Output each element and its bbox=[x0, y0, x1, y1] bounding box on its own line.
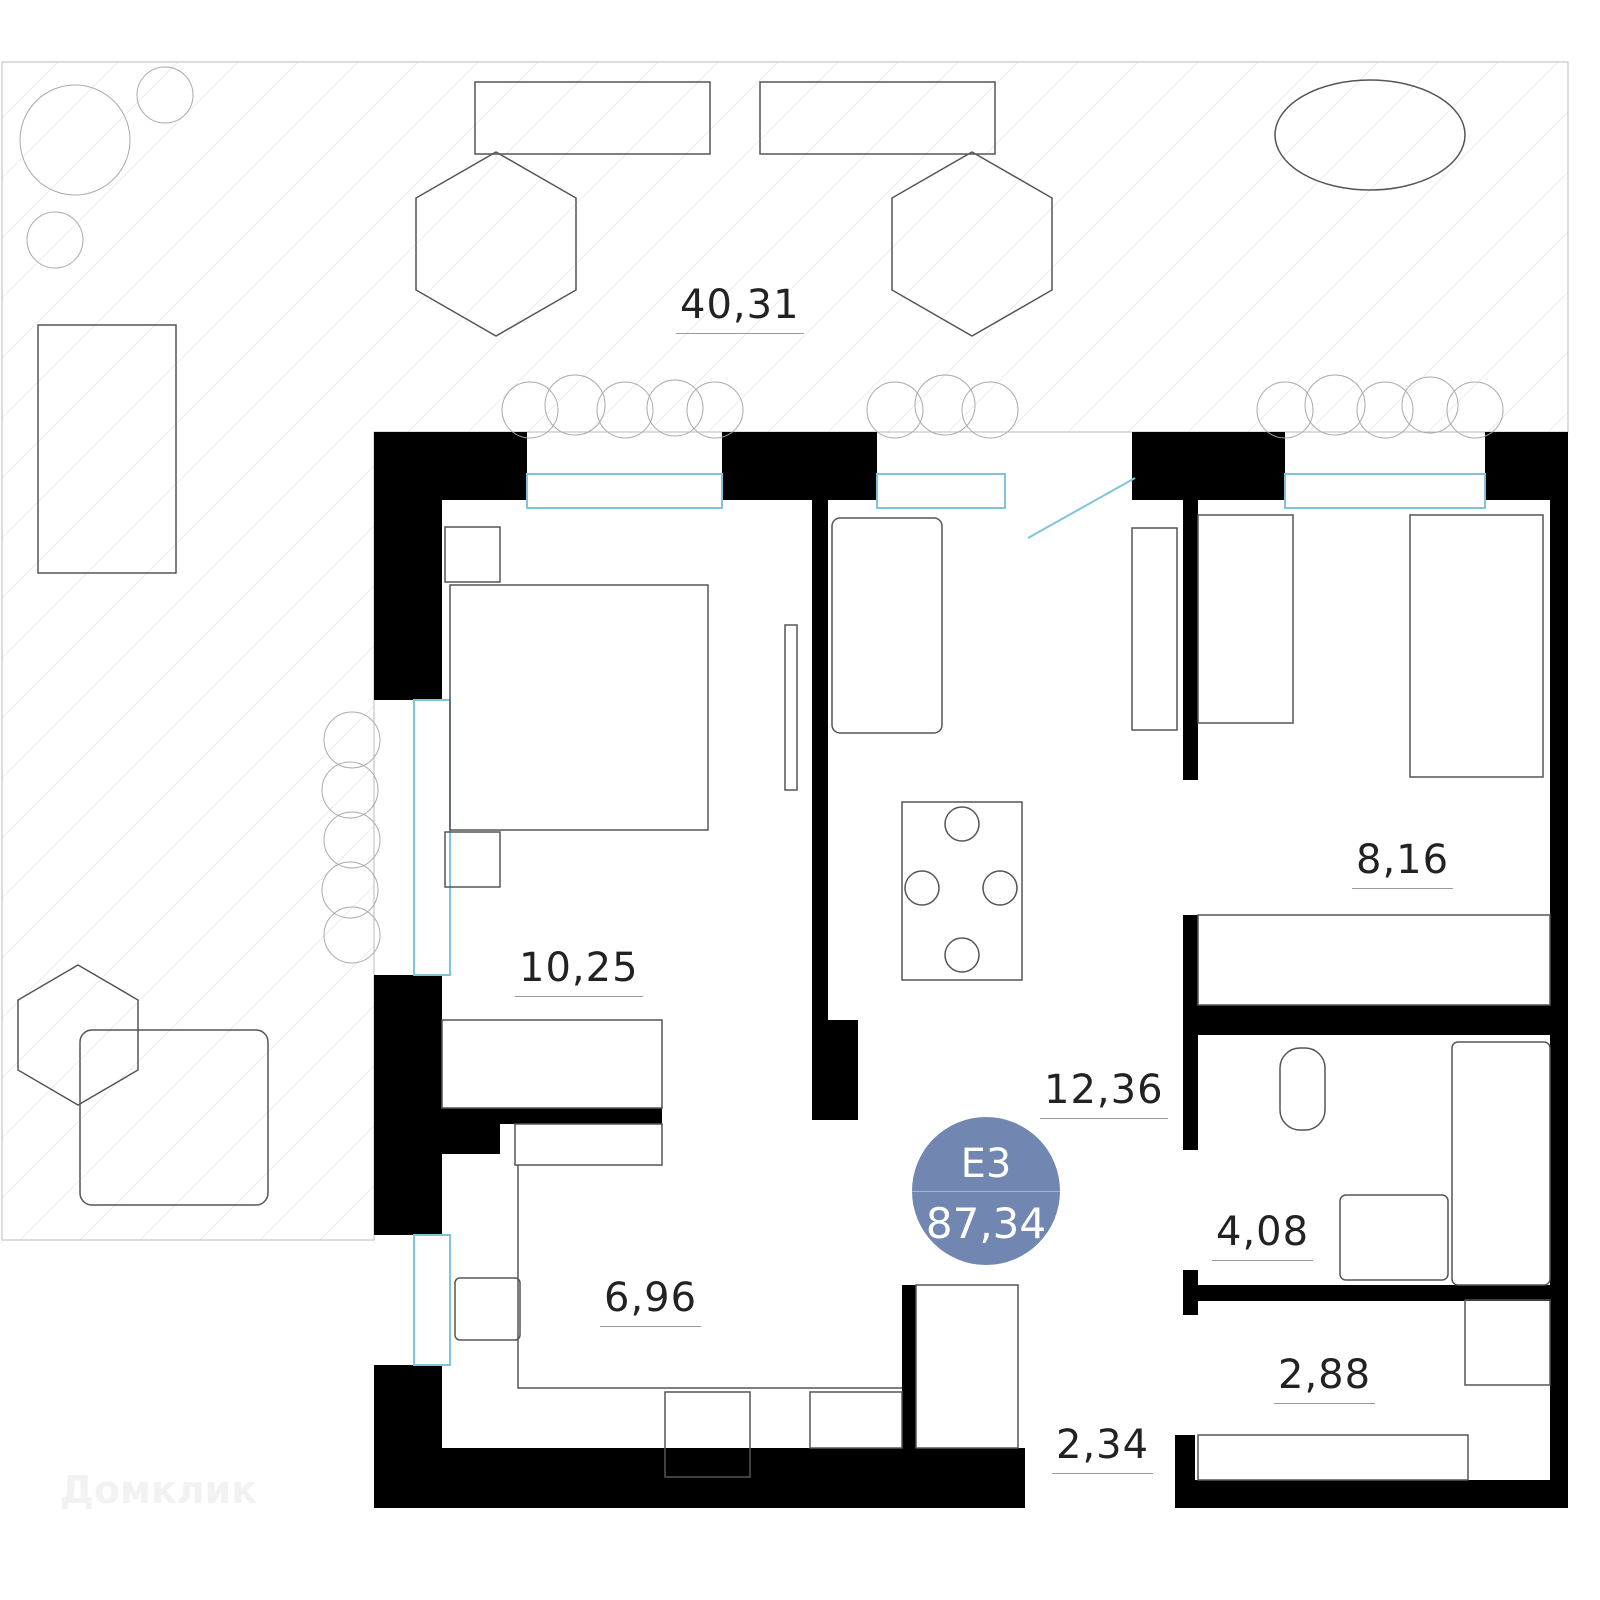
room-area-laundry: 2,88 bbox=[1274, 1355, 1376, 1404]
room-area-terrace: 40,31 bbox=[676, 285, 804, 334]
dining-table bbox=[901, 801, 1023, 981]
plants bbox=[19, 66, 1504, 964]
washing-machine bbox=[1464, 1299, 1551, 1386]
room-area-bathroom: 4,08 bbox=[1212, 1212, 1314, 1261]
apartment-total-area: 87,34 bbox=[925, 1199, 1047, 1248]
double-bed bbox=[449, 584, 709, 831]
room-area-bedroom-small: 8,16 bbox=[1352, 840, 1454, 889]
kitchen-sink bbox=[454, 1277, 521, 1341]
sink bbox=[1339, 1194, 1449, 1281]
window bbox=[876, 473, 1006, 509]
deck-chair bbox=[474, 81, 711, 155]
swing-bench bbox=[37, 324, 177, 574]
room-area-bedroom: 10,25 bbox=[515, 948, 643, 997]
nightstand bbox=[444, 831, 501, 888]
plate bbox=[944, 806, 980, 842]
apartment-badge: Е3 87,34 bbox=[912, 1117, 1060, 1265]
watermark-logo: Домклик bbox=[60, 1468, 258, 1512]
single-bed bbox=[1409, 514, 1544, 778]
room-area-kitchen: 6,96 bbox=[600, 1278, 702, 1327]
window bbox=[526, 473, 723, 509]
outdoor-table bbox=[1274, 79, 1466, 191]
sofa bbox=[831, 517, 943, 734]
windows bbox=[413, 473, 1486, 1366]
furniture bbox=[17, 79, 1551, 1481]
balcony-door bbox=[1027, 477, 1136, 539]
plate bbox=[904, 870, 940, 906]
room-area-hallway: 2,34 bbox=[1052, 1425, 1154, 1474]
badge-divider bbox=[912, 1191, 1060, 1192]
room-area-living-room: 12,36 bbox=[1040, 1070, 1168, 1119]
umbrella bbox=[415, 151, 577, 337]
sandbox bbox=[79, 1029, 269, 1206]
window bbox=[413, 1234, 451, 1366]
kitchen-counter bbox=[517, 1165, 902, 1389]
bathtub bbox=[1451, 1041, 1551, 1286]
deck-chair bbox=[759, 81, 996, 155]
nightstand bbox=[444, 526, 501, 583]
desk bbox=[1197, 514, 1294, 724]
toilet bbox=[1279, 1047, 1326, 1131]
wardrobe bbox=[1197, 914, 1551, 1006]
window bbox=[1284, 473, 1486, 509]
walls bbox=[374, 432, 1568, 1508]
stove bbox=[664, 1391, 751, 1478]
wardrobe bbox=[915, 1284, 1019, 1449]
apartment-code: Е3 bbox=[960, 1141, 1012, 1187]
tv bbox=[784, 624, 798, 791]
tv-stand bbox=[1131, 527, 1178, 731]
shelf bbox=[514, 1123, 663, 1166]
shelf bbox=[1197, 1434, 1469, 1481]
umbrella bbox=[17, 964, 139, 1106]
umbrella bbox=[891, 151, 1053, 337]
plate bbox=[944, 937, 980, 973]
oven bbox=[809, 1391, 903, 1449]
window bbox=[413, 699, 451, 976]
plate bbox=[982, 870, 1018, 906]
wardrobe bbox=[441, 1019, 663, 1109]
